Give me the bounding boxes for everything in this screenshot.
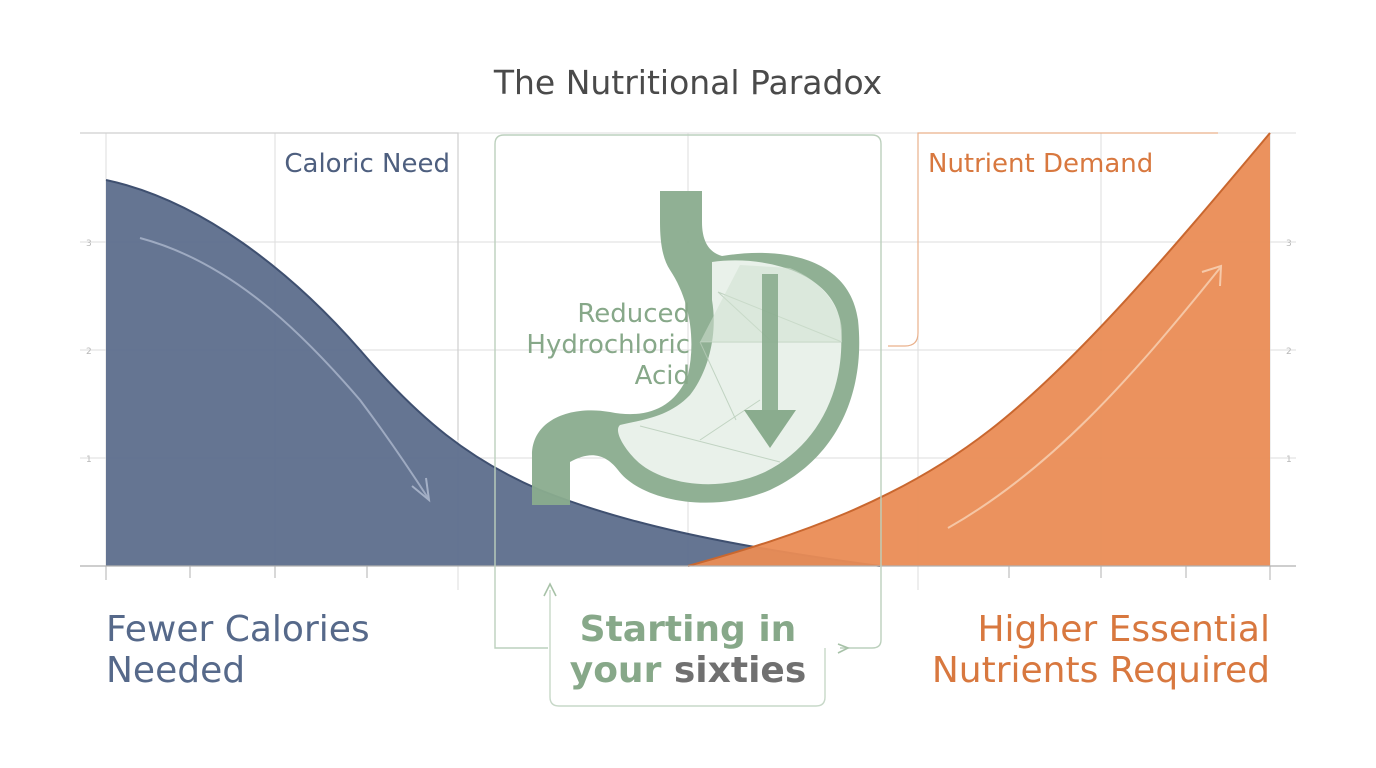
nutrient-label-frame <box>888 132 1218 347</box>
page-title: The Nutritional Paradox <box>493 63 882 102</box>
stomach-label-line2: Hydrochloric <box>526 330 690 360</box>
stomach-label-line1: Reduced <box>577 299 690 329</box>
y-tick-2-left: 2 <box>86 347 92 357</box>
stomach-icon <box>532 191 860 505</box>
center-caption-sixties: sixties <box>674 650 806 691</box>
caption-box <box>543 582 826 707</box>
stomach-panel-frame <box>494 134 882 654</box>
caloric-need-area <box>106 180 880 566</box>
caloric-label-frame <box>80 132 459 440</box>
x-axis <box>80 565 1296 580</box>
y-tick-3-left: 3 <box>86 239 92 249</box>
center-caption-your: your <box>570 650 662 691</box>
nutrient-caption-line2: Nutrients Required <box>932 650 1270 691</box>
y-tick-2-right: 2 <box>1286 347 1292 357</box>
caloric-need-curve <box>105 179 881 567</box>
nutrient-caption-line1: Higher Essential <box>977 609 1270 650</box>
nutrient-demand-label: Nutrient Demand <box>928 149 1153 179</box>
caloric-caption-line1: Fewer Calories <box>106 609 370 650</box>
decrease-trend-arrow <box>139 237 431 503</box>
stomach-label-line3: Acid <box>635 361 690 391</box>
center-caption-line1: Starting in <box>580 609 797 650</box>
right-y-axis-ticks: 1 2 3 <box>1286 239 1292 465</box>
y-tick-1-left: 1 <box>86 455 92 465</box>
nutrient-demand-curve <box>687 132 1271 567</box>
increase-trend-arrow <box>947 264 1223 529</box>
stomach-label: Reduced Hydrochloric Acid <box>526 299 690 391</box>
caloric-need-label: Caloric Need <box>284 149 450 179</box>
y-tick-3-right: 3 <box>1286 239 1292 249</box>
left-y-axis-ticks: 1 2 3 <box>86 239 92 465</box>
caloric-caption-line2: Needed <box>106 650 245 691</box>
y-tick-1-right: 1 <box>1286 455 1292 465</box>
center-caption-line2: your sixties <box>570 650 807 691</box>
nutrient-demand-area <box>688 133 1270 566</box>
